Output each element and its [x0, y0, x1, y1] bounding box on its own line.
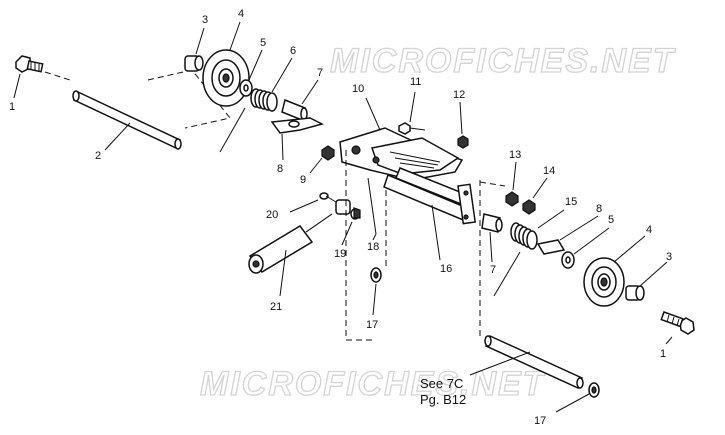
callout-8-a: 8 — [277, 163, 283, 175]
nut-small — [309, 145, 335, 174]
wheel-upper — [202, 21, 250, 107]
callout-18: 18 — [367, 241, 379, 253]
callout-4-b: 4 — [646, 224, 652, 236]
callout-1-a: 1 — [9, 101, 15, 113]
shaft-lower — [484, 334, 584, 390]
callout-14: 14 — [543, 165, 555, 177]
see-reference-line1: See 7C — [420, 376, 463, 391]
cross-shaft — [383, 167, 477, 261]
callout-19: 19 — [334, 248, 346, 260]
washer-lower — [561, 227, 610, 269]
link-tab-upper — [270, 117, 325, 161]
main-bracket — [339, 97, 464, 181]
callout-9: 9 — [300, 174, 306, 186]
bushing-lower — [625, 261, 668, 301]
spring-upper — [219, 57, 293, 153]
see-reference-line2: Pg. B12 — [420, 392, 466, 407]
callout-17-b: 17 — [534, 415, 546, 427]
callout-5-b: 5 — [608, 214, 614, 226]
bolt-top-left — [13, 55, 71, 99]
callout-4-a: 4 — [238, 8, 244, 20]
callout-7-a: 7 — [317, 67, 323, 79]
bolt-bracket — [398, 91, 426, 135]
reference-lines — [345, 150, 531, 376]
callout-1-b: 1 — [660, 348, 666, 360]
callout-17-a: 17 — [366, 319, 378, 331]
callout-8-b: 8 — [596, 203, 602, 215]
watermark-bottom: MICROFICHES.NET — [200, 365, 547, 403]
washer-17-mid — [370, 267, 382, 316]
callout-12: 12 — [453, 89, 465, 101]
watermark-top: MICROFICHES.NET — [330, 42, 677, 80]
callout-2: 2 — [95, 150, 101, 162]
callout-5-a: 5 — [260, 37, 266, 49]
nut-upper-right — [457, 101, 469, 149]
nut-13 — [505, 161, 519, 207]
callout-13: 13 — [509, 149, 521, 161]
callout-21: 21 — [270, 301, 282, 313]
sleeve-upper — [281, 79, 319, 122]
washer-upper — [239, 49, 263, 97]
pin-18 — [367, 177, 377, 241]
callout-11: 11 — [410, 76, 421, 88]
link-tab-lower — [536, 215, 599, 255]
callout-6: 6 — [290, 45, 296, 57]
shock-absorber — [248, 213, 333, 297]
callout-20: 20 — [266, 209, 278, 221]
callout-16: 16 — [440, 263, 452, 275]
bolt-lower-right — [660, 311, 695, 345]
pivot-pin-20 — [289, 192, 337, 213]
callout-3-a: 3 — [202, 14, 208, 26]
sleeve-lower — [481, 213, 503, 263]
callout-10: 10 — [352, 83, 364, 95]
callout-15: 15 — [565, 196, 577, 208]
bushing-upper — [184, 27, 205, 72]
wheel-lower — [583, 235, 646, 307]
spring-lower — [493, 209, 565, 297]
callout-labels: 1 2 3 4 5 6 7 8 9 10 11 12 13 14 15 8 5 … — [9, 8, 672, 427]
callout-3-b: 3 — [666, 251, 672, 263]
nut-14 — [522, 177, 548, 215]
washer-17-lower — [555, 382, 600, 413]
callout-7-b: 7 — [490, 264, 496, 276]
bushing-19 — [335, 199, 361, 246]
